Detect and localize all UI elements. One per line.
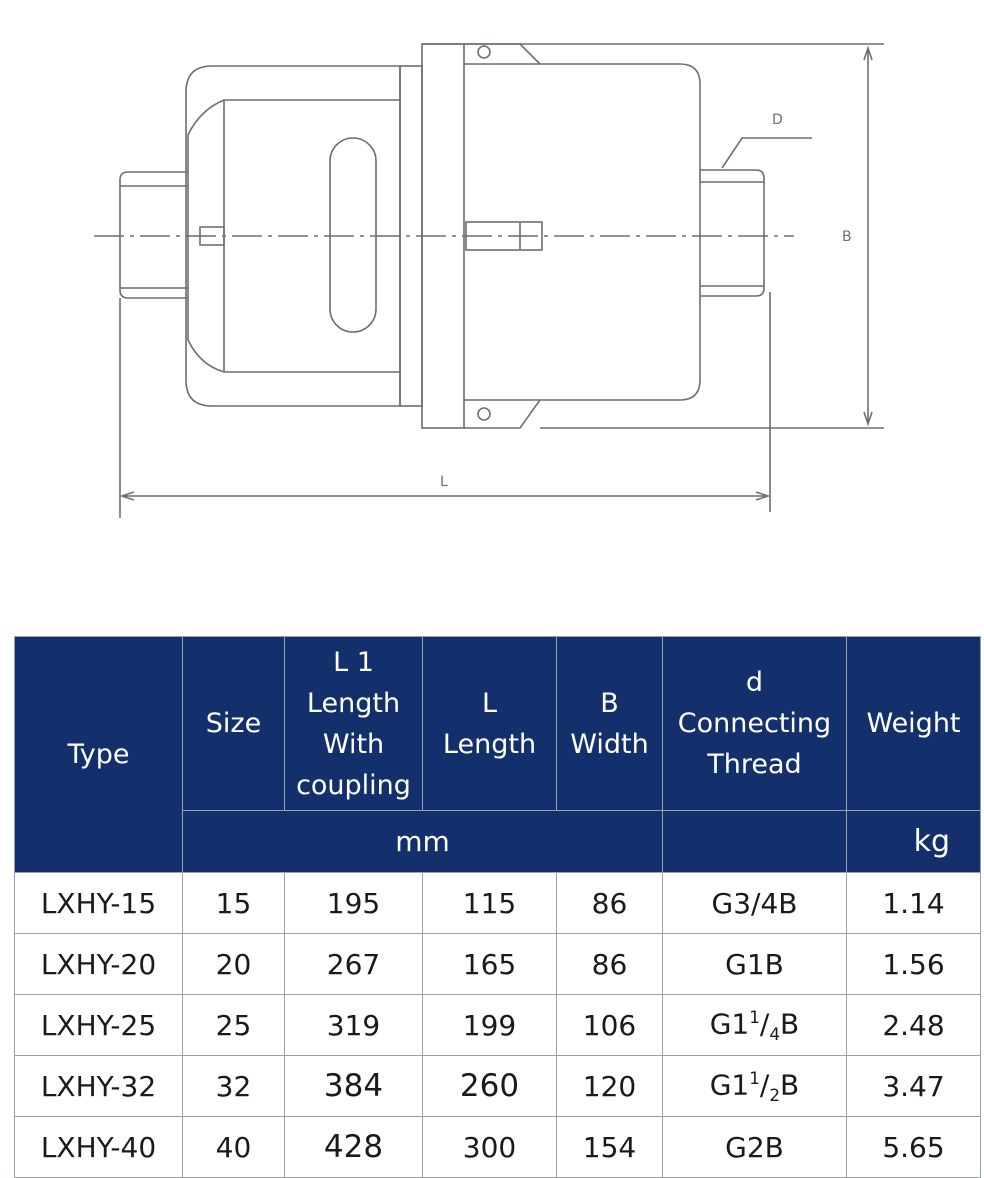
cell-b: 154 <box>556 1116 663 1178</box>
cell-weight: 1.14 <box>846 872 981 934</box>
cell-l: 300 <box>422 1116 557 1178</box>
label-d: D <box>772 112 783 128</box>
header-l: L Length <box>422 636 557 811</box>
table-row: LXHY-40 40 428 300 154 G2B 5.65 <box>14 1116 981 1178</box>
cell-l: 165 <box>422 933 557 995</box>
sight-slot <box>329 137 377 333</box>
cell-type: LXHY-25 <box>14 994 183 1056</box>
cell-weight: 3.47 <box>846 1055 981 1117</box>
cell-l1: 267 <box>284 933 423 995</box>
header-type: Type <box>14 636 183 873</box>
cell-l1: 319 <box>284 994 423 1056</box>
cell-l1: 428 <box>284 1116 423 1178</box>
cell-thread: G11/4B <box>662 994 847 1056</box>
cell-b: 86 <box>556 933 663 995</box>
header-thread: d Connecting Thread <box>662 636 847 811</box>
unit-kg: kg <box>846 810 981 873</box>
cell-size: 40 <box>182 1116 285 1178</box>
cell-weight: 1.56 <box>846 933 981 995</box>
cell-size: 20 <box>182 933 285 995</box>
cell-type: LXHY-32 <box>14 1055 183 1117</box>
cell-l: 199 <box>422 994 557 1056</box>
cell-weight: 2.48 <box>846 994 981 1056</box>
header-size: Size <box>182 636 285 811</box>
label-l: L <box>440 474 448 490</box>
cell-l: 115 <box>422 872 557 934</box>
unit-mm: mm <box>182 810 663 873</box>
cell-thread: G3/4B <box>662 872 847 934</box>
cell-thread: G2B <box>662 1116 847 1178</box>
cell-size: 15 <box>182 872 285 934</box>
label-b: B <box>842 229 852 245</box>
cell-b: 86 <box>556 872 663 934</box>
cell-l1: 195 <box>284 872 423 934</box>
cell-size: 32 <box>182 1055 285 1117</box>
cell-l: 260 <box>422 1055 557 1117</box>
header-l1: L 1 Length With coupling <box>284 636 423 811</box>
right-body <box>464 63 701 401</box>
cell-type: LXHY-40 <box>14 1116 183 1178</box>
table-row: LXHY-15 15 195 115 86 G3/4B 1.14 <box>14 872 981 934</box>
header-b: B Width <box>556 636 663 811</box>
technical-drawing: D B L <box>94 43 884 518</box>
cell-thread: G11/2B <box>662 1055 847 1117</box>
cell-type: LXHY-15 <box>14 872 183 934</box>
table-row: LXHY-20 20 267 165 86 G1B 1.56 <box>14 933 981 995</box>
table-row: LXHY-32 32 384 260 120 G11/2B 3.47 <box>14 1055 981 1117</box>
cell-b: 120 <box>556 1055 663 1117</box>
cell-l1: 384 <box>284 1055 423 1117</box>
unit-blank <box>662 810 847 873</box>
left-inlet-nipple <box>119 171 188 299</box>
header-weight: Weight <box>846 636 981 811</box>
spec-table: Type Size L 1 Length With coupling L Len… <box>14 636 981 1178</box>
cell-weight: 5.65 <box>846 1116 981 1178</box>
cell-type: LXHY-20 <box>14 933 183 995</box>
right-outlet-nipple <box>700 169 765 297</box>
cell-thread: G1B <box>662 933 847 995</box>
cell-b: 106 <box>556 994 663 1056</box>
cell-size: 25 <box>182 994 285 1056</box>
table-row: LXHY-25 25 319 199 106 G11/4B 2.48 <box>14 994 981 1056</box>
